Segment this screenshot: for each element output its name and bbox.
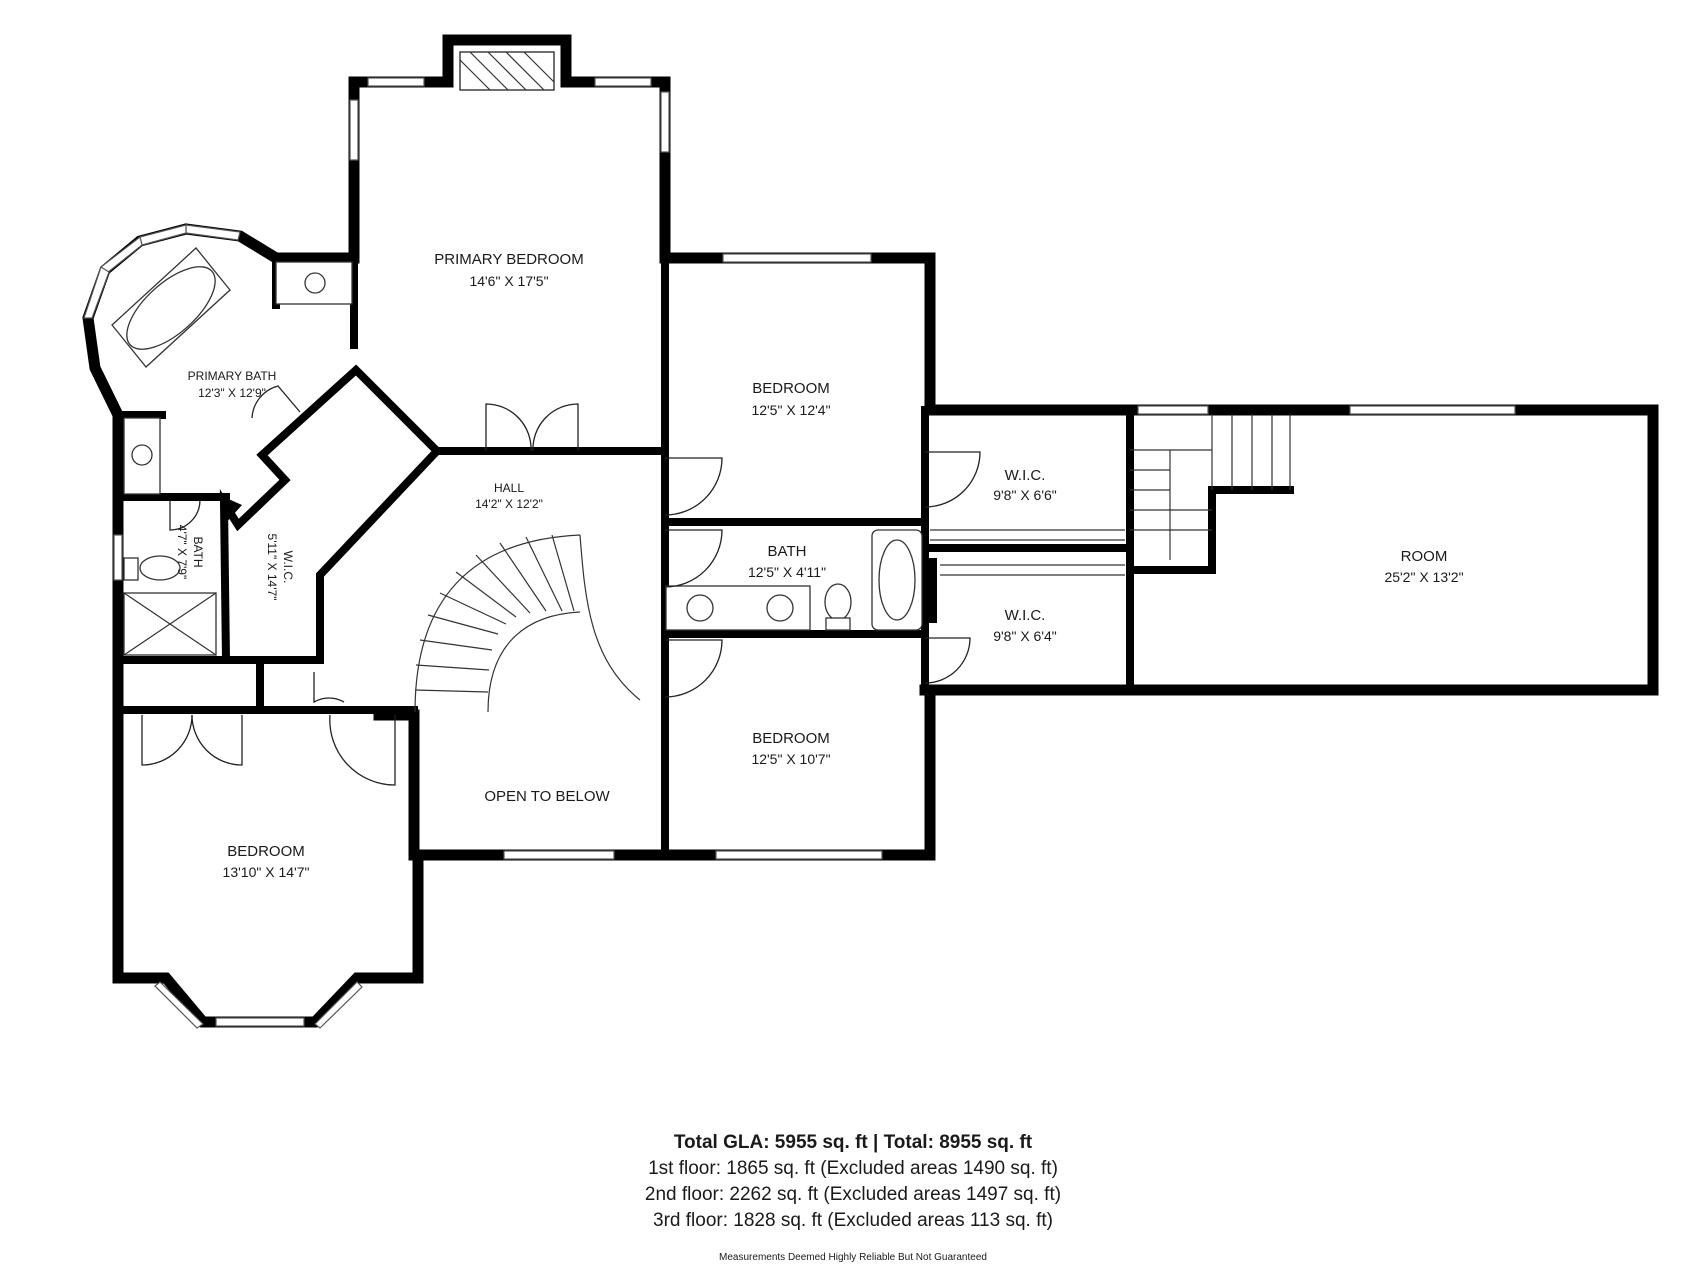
- dims-wic-lower: 9'8" X 6'4": [993, 628, 1057, 644]
- bathtub: [111, 247, 231, 368]
- room-labels: PRIMARY BEDROOM 14'6" X 17'5" PRIMARY BA…: [175, 251, 1464, 880]
- fixtures: [123, 261, 923, 656]
- dims-primary-bedroom: 14'6" X 17'5": [469, 273, 548, 289]
- straight-stair: [1130, 414, 1291, 560]
- interior-walls: [114, 254, 1294, 859]
- label-bath: BATH: [768, 543, 807, 560]
- dims-hall: 14'2" X 12'2": [475, 497, 543, 511]
- label-bedroom-se: BEDROOM: [752, 730, 830, 747]
- label-room: ROOM: [1401, 548, 1448, 565]
- dims-bath-small: 4'7" X 7'9": [175, 525, 189, 579]
- dims-bath: 12'5" X 4'11": [748, 564, 826, 580]
- label-wic-upper: W.I.C.: [1005, 467, 1046, 484]
- label-bedroom-sw: BEDROOM: [227, 843, 305, 860]
- floor-1-area: 1st floor: 1865 sq. ft (Excluded areas 1…: [648, 1158, 1058, 1179]
- label-wic-lower: W.I.C.: [1005, 607, 1046, 624]
- dims-room: 25'2" X 13'2": [1384, 569, 1463, 585]
- doors: [141, 385, 981, 786]
- dims-bedroom-sw: 13'10" X 14'7": [223, 864, 310, 880]
- label-wic-left: W.I.C.: [281, 551, 295, 584]
- walls: [82, 34, 1659, 1028]
- fireplace: [459, 51, 555, 91]
- disclaimer: Measurements Deemed Highly Reliable But …: [719, 1252, 987, 1263]
- dims-bedroom-ne: 12'5" X 12'4": [751, 402, 830, 418]
- closet-rods: [930, 529, 1125, 576]
- floor-3-area: 3rd floor: 1828 sq. ft (Excluded areas 1…: [653, 1210, 1053, 1231]
- total-gla: Total GLA: 5955 sq. ft | Total: 8955 sq.…: [673, 1132, 1033, 1153]
- floor-2-area: 2nd floor: 2262 sq. ft (Excluded areas 1…: [644, 1184, 1062, 1205]
- dims-wic-left: 5'11" X 14'7": [265, 534, 279, 601]
- label-bath-small: BATH: [191, 536, 205, 567]
- label-bedroom-ne: BEDROOM: [752, 380, 830, 397]
- dims-primary-bath: 12'3" X 12'9": [198, 386, 266, 400]
- dims-wic-upper: 9'8" X 6'6": [993, 487, 1057, 503]
- label-primary-bedroom: PRIMARY BEDROOM: [434, 251, 583, 268]
- dims-bedroom-se: 12'5" X 10'7": [751, 751, 830, 767]
- area-summary: Total GLA: 5955 sq. ft | Total: 8955 sq.…: [453, 1130, 1253, 1234]
- windows: [83, 77, 1516, 1029]
- label-primary-bath: PRIMARY BATH: [188, 369, 277, 383]
- label-open-to-below: OPEN TO BELOW: [484, 788, 610, 805]
- label-hall: HALL: [494, 481, 524, 495]
- spiral-stair: [414, 534, 641, 713]
